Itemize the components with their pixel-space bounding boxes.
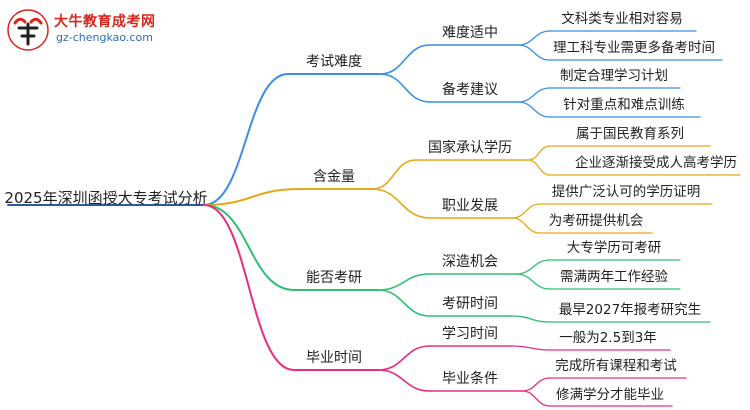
subtopic-node-label: 国家承认学历 — [428, 139, 512, 156]
leaf-node-label: 制定合理学习计划 — [560, 68, 668, 84]
branch-connector — [203, 204, 295, 291]
branch-node-label: 毕业时间 — [306, 350, 362, 366]
subtopic-node-label: 深造机会 — [442, 254, 498, 270]
subtopic-connector — [377, 345, 431, 371]
leaf-node-label: 属于国民教育系列 — [576, 126, 684, 142]
bull-logo-icon — [7, 9, 49, 51]
branch-connector — [203, 204, 295, 371]
leaf-node-label: 企业逐渐接受成人高考学历 — [575, 154, 737, 171]
site-logo[interactable]: 大牛教育成考网 gz-chengkao.com — [6, 8, 176, 52]
leaf-node-label: 文科类专业相对容易 — [561, 10, 683, 27]
logo-site-url: gz-chengkao.com — [56, 31, 153, 44]
subtopic-node-label: 难度适中 — [442, 25, 498, 41]
branch-node-label: 考试难度 — [306, 54, 362, 70]
subtopic-connector — [377, 289, 431, 317]
leaf-connector — [527, 145, 551, 161]
leaf-node-label: 一般为2.5到3年 — [559, 330, 657, 346]
subtopic-node-label: 毕业条件 — [442, 370, 498, 387]
subtopic-connector — [371, 159, 417, 190]
leaf-node-label: 完成所有课程和考试 — [555, 358, 677, 374]
branch-node-label: 能否考研 — [306, 270, 362, 286]
subtopic-node-label: 备考建议 — [442, 81, 498, 98]
logo-site-name: 大牛教育成考网 — [54, 14, 156, 30]
leaf-node-label: 理工科专业需更多备考时间 — [553, 39, 715, 56]
leaf-node-label: 提供广泛认可的学历证明 — [552, 184, 701, 200]
subtopic-connector — [379, 73, 431, 103]
root-node-label: 2025年深圳函授大专考试分析 — [4, 189, 207, 207]
leaf-node-label: 需满两年工作经验 — [560, 269, 668, 285]
leaf-connector — [521, 377, 551, 392]
leaf-connector — [517, 44, 551, 61]
leaf-node-label: 为考研提供机会 — [549, 213, 644, 229]
branch-connector — [203, 73, 289, 206]
leaf-connector — [511, 217, 541, 234]
subtopic-node-label: 职业发展 — [442, 198, 498, 214]
leaf-connector — [517, 101, 551, 118]
leaf-connector — [511, 315, 551, 323]
subtopic-connector — [379, 44, 431, 75]
leaf-connector — [511, 345, 551, 351]
subtopic-node-label: 考研时间 — [442, 296, 498, 312]
subtopic-node-label: 学习时间 — [442, 326, 498, 342]
leaf-connector — [517, 87, 551, 103]
leaf-connector — [521, 390, 551, 407]
leaf-node-label: 针对重点和难点训练 — [563, 97, 685, 113]
subtopic-connector — [377, 369, 431, 392]
subtopic-connector — [371, 188, 431, 219]
leaf-connector — [511, 203, 541, 219]
leaf-connector — [527, 159, 551, 176]
leaf-node-label: 修满学分才能毕业 — [556, 387, 664, 403]
branch-node-label: 含金量 — [313, 169, 355, 185]
leaf-connector — [515, 273, 551, 290]
leaf-node-label: 最早2027年报考研究生 — [559, 302, 701, 318]
leaf-node-label: 大专学历可考研 — [567, 240, 662, 256]
subtopic-connector — [377, 273, 431, 291]
leaf-connector — [517, 30, 551, 46]
branch-connector — [203, 188, 301, 206]
leaf-connector — [515, 259, 551, 275]
